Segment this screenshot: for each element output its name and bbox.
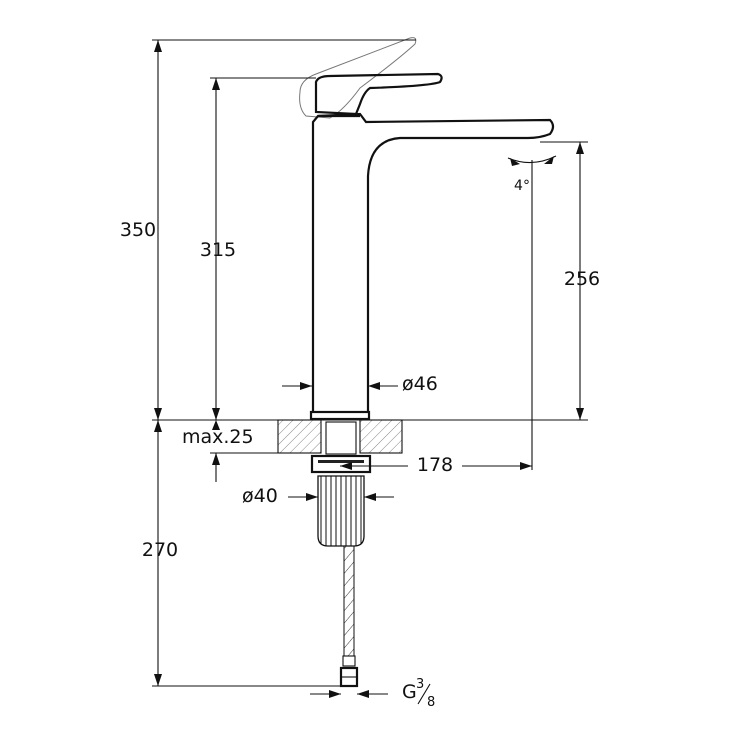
label-350: 350 — [120, 219, 156, 241]
label-270: 270 — [142, 539, 178, 561]
spout — [311, 112, 555, 412]
dimension-connection: G 3 8 — [310, 677, 435, 710]
lever — [314, 72, 443, 116]
fixing-nut — [310, 454, 372, 474]
label-315: 315 — [200, 239, 236, 261]
dimension-256: 256 — [564, 142, 600, 420]
faucet-body — [299, 37, 555, 688]
dimension-315: 315 — [200, 78, 236, 420]
dimension-deck-thickness: max.25 — [182, 420, 254, 482]
ribbed-sleeve — [317, 475, 365, 547]
dimension-body-diameter: ø46 — [282, 373, 438, 395]
label-shank-diameter: ø40 — [242, 485, 278, 507]
label-connection-prefix: G — [402, 681, 417, 703]
label-256: 256 — [564, 268, 600, 290]
label-body-diameter: ø46 — [402, 373, 438, 395]
dimension-270: 270 — [142, 420, 178, 686]
label-projection: 178 — [417, 454, 453, 476]
label-deck-thickness: max.25 — [182, 426, 254, 448]
dimension-shank-diameter: ø40 — [242, 485, 394, 507]
dimension-350: 350 — [120, 40, 162, 420]
label-angle: 4° — [514, 178, 530, 194]
countertop — [277, 419, 403, 454]
braided-hose — [343, 545, 355, 657]
label-connection-den: 8 — [427, 695, 435, 710]
shank — [325, 421, 357, 455]
dimension-angle: 4° — [507, 155, 557, 194]
lever-ghost — [299, 37, 417, 119]
dimension-projection: 178 — [340, 454, 532, 476]
base-ring — [309, 410, 371, 421]
label-connection-num: 3 — [416, 677, 424, 692]
hose-connector — [342, 655, 356, 667]
